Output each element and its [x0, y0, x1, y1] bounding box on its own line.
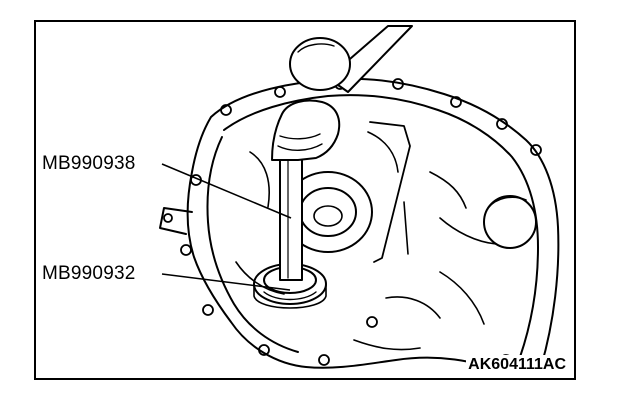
mounting-tab: [159, 207, 193, 235]
differential-bore: [483, 195, 537, 249]
leader-lines: [161, 163, 292, 291]
hammer-head: [289, 37, 351, 91]
shift-rod: [369, 121, 411, 263]
callout-mb990932: MB990932: [42, 263, 136, 285]
transaxle-case-illustration: [159, 25, 560, 375]
figure-frame: MB990938 MB990932 AK604111AC: [34, 20, 576, 380]
bearing-bore-inner: [299, 187, 357, 237]
figure-id: AK604111AC: [466, 355, 568, 375]
hammer-handle: [327, 25, 413, 93]
case-ribs: [235, 131, 497, 351]
installer-shaft: [279, 153, 303, 281]
case-inner-wall: [206, 94, 539, 358]
bolt-holes: [163, 78, 542, 366]
tool-grip: [271, 99, 341, 161]
callout-mb990938: MB990938: [42, 153, 136, 175]
